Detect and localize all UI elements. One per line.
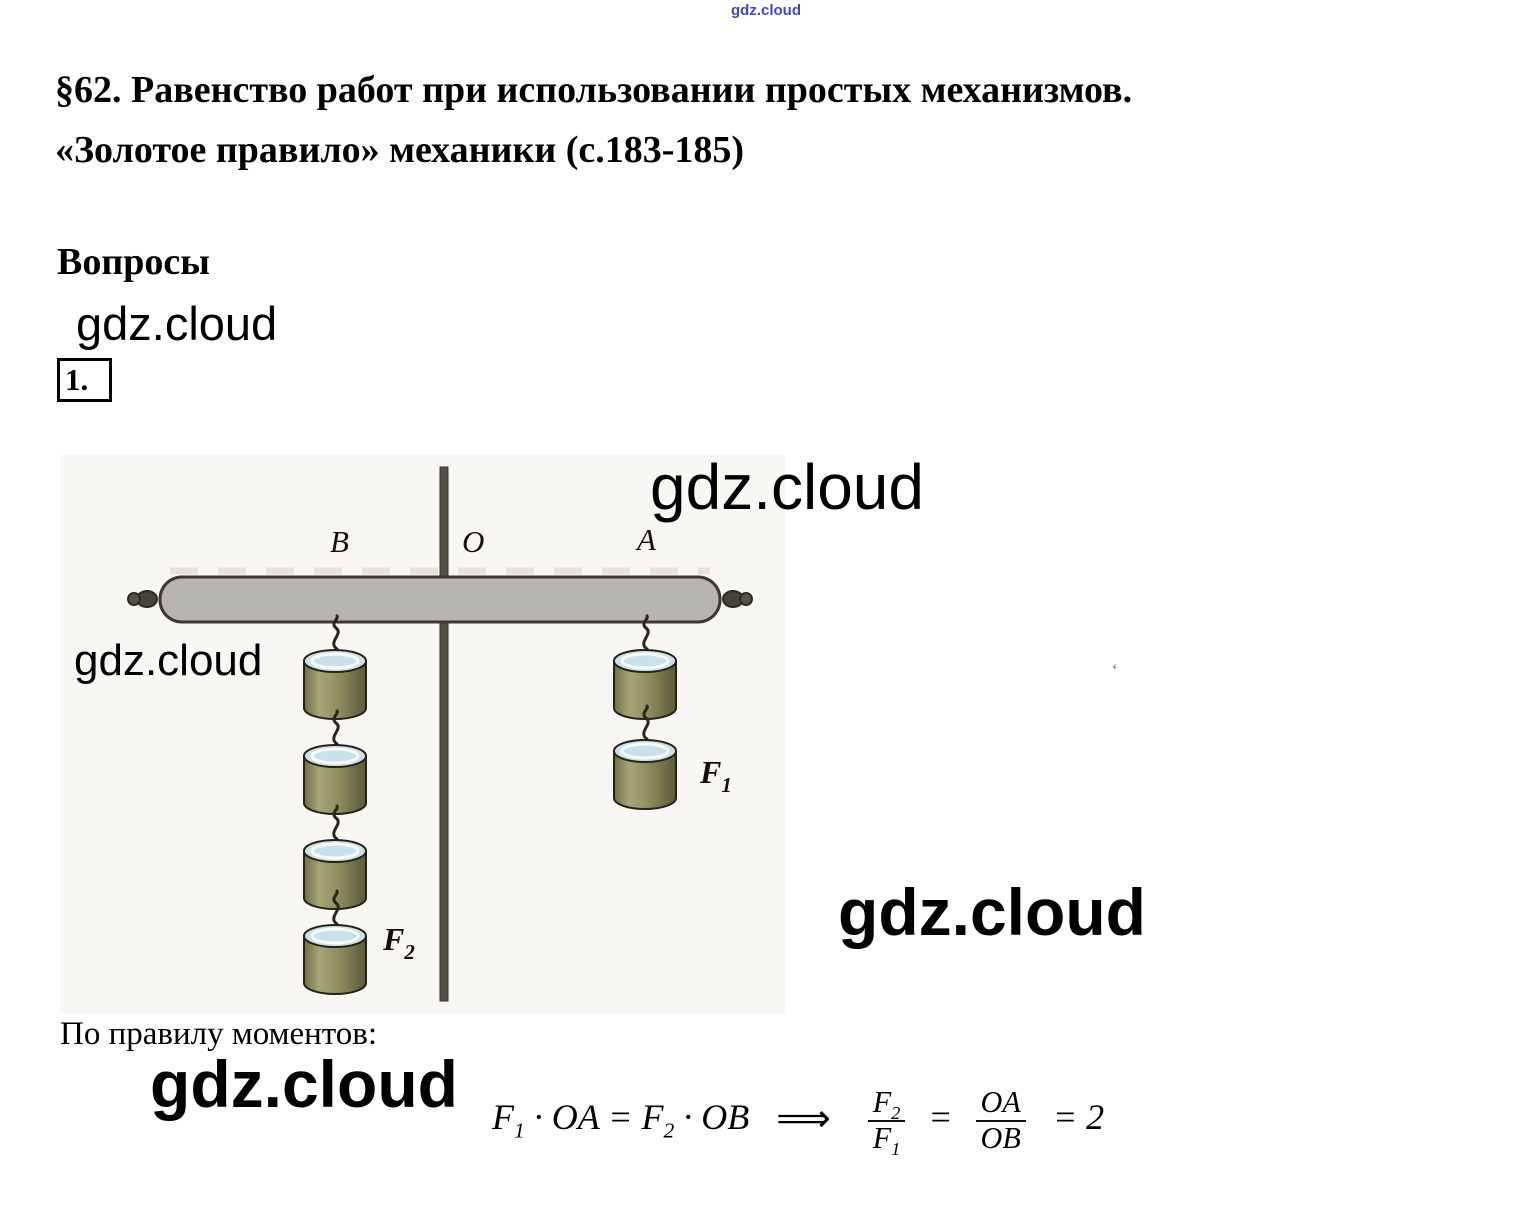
- gdz-cloud-top-link[interactable]: gdz.cloud: [731, 2, 801, 19]
- watermark-bottom-left: gdz.cloud: [150, 1047, 458, 1121]
- page-title-line1: §62. Равенство работ при использовании п…: [55, 69, 1133, 111]
- formula-f2-sub: 2: [663, 1118, 675, 1143]
- watermark-figure-left: gdz.cloud: [74, 636, 263, 685]
- formula-f2: F: [641, 1097, 664, 1138]
- stray-mark: ‘: [1112, 662, 1118, 679]
- formula-result: = 2: [1052, 1097, 1105, 1138]
- weight: [302, 804, 368, 911]
- equals-sign: =: [928, 1097, 953, 1138]
- weight: [612, 614, 678, 721]
- solution-caption: По правилу моментов:: [60, 1016, 378, 1052]
- watermark-bottom-right: gdz.cloud: [838, 875, 1146, 949]
- formula-mid2: · OB: [674, 1097, 750, 1138]
- pivot-rod: [439, 466, 449, 1002]
- right-weight-chain: [612, 614, 678, 811]
- weight: [612, 704, 678, 811]
- question-number: 1.: [65, 362, 89, 397]
- formula-f1-sub: 1: [514, 1118, 525, 1143]
- right-end-fitting: [722, 590, 753, 608]
- watermark-figure-top: gdz.cloud: [650, 451, 924, 523]
- left-end-fitting: [127, 590, 158, 608]
- label-point-b: B: [330, 524, 349, 559]
- label-pivot-o: O: [462, 524, 484, 559]
- formula-f1: F: [492, 1097, 514, 1138]
- lever-bar: [158, 575, 722, 624]
- weight: [302, 614, 368, 721]
- label-point-a: A: [635, 522, 657, 557]
- label-force-f1: F1: [699, 754, 732, 797]
- page-title-line2: «Золотое правило» механики (с.183-185): [55, 129, 745, 171]
- fraction-forces: F2 F1: [867, 1085, 906, 1158]
- lever-diagram: B O A: [127, 466, 753, 1002]
- formula-mid1: · OA =: [524, 1097, 642, 1138]
- lever-figure: B O A: [60, 455, 785, 1013]
- moments-formula: F1 · OA = F2 · OB ⟹ F2 F1 = OA OB = 2: [492, 1085, 1105, 1158]
- question-number-box: 1.: [57, 358, 112, 402]
- label-force-f2: F2: [382, 921, 415, 964]
- left-weight-chain: [302, 614, 368, 996]
- section-heading: Вопросы: [57, 241, 210, 283]
- weight: [302, 709, 368, 816]
- watermark-under-section: gdz.cloud: [76, 297, 278, 350]
- implies-arrow: ⟹: [776, 1096, 831, 1141]
- fraction-arms: OA OB: [975, 1085, 1026, 1156]
